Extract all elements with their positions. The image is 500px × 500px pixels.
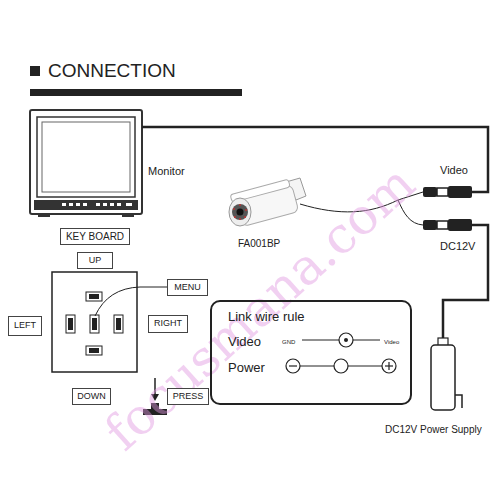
key-label-box: LEFT (8, 316, 41, 336)
key-label-box: MENU (167, 279, 208, 296)
panel-text: Video (228, 335, 261, 349)
key-label-box: RIGHT (148, 315, 188, 333)
camera-drawing (229, 178, 306, 228)
key-label: KEY BOARD (66, 231, 124, 242)
key-label: MENU (174, 283, 201, 293)
video-connector (423, 186, 472, 198)
signal-label: Video (440, 164, 468, 176)
power-supply-drawing (431, 338, 462, 410)
panel-text: Power (228, 361, 265, 375)
key-label-box: UP (77, 252, 113, 269)
keypad-drawing (52, 272, 137, 372)
key-label: RIGHT (154, 319, 182, 329)
key-label: UP (89, 256, 102, 266)
key-label: LEFT (14, 321, 36, 331)
monitor-label: Monitor (148, 165, 185, 177)
keyboard-box: KEY BOARD (60, 228, 130, 245)
monitor-drawing (30, 110, 142, 217)
signal-label: DC12V (440, 240, 475, 252)
link-rule-panel: Link wire ruleVideo GND VideoPower (210, 300, 412, 405)
power-connector (423, 219, 472, 231)
key-label: PRESS (173, 392, 204, 402)
part-label: DC12V Power Supply (385, 424, 482, 435)
key-label-box: DOWN (72, 388, 112, 405)
key-label: DOWN (77, 392, 106, 402)
panel-text: Video (384, 339, 399, 346)
panel-text: Link wire rule (228, 310, 305, 324)
model-label: FA001BP (238, 238, 280, 249)
key-label-box: PRESS (167, 388, 209, 405)
title: CONNECTION (48, 61, 176, 82)
panel-text: GND (282, 339, 295, 346)
